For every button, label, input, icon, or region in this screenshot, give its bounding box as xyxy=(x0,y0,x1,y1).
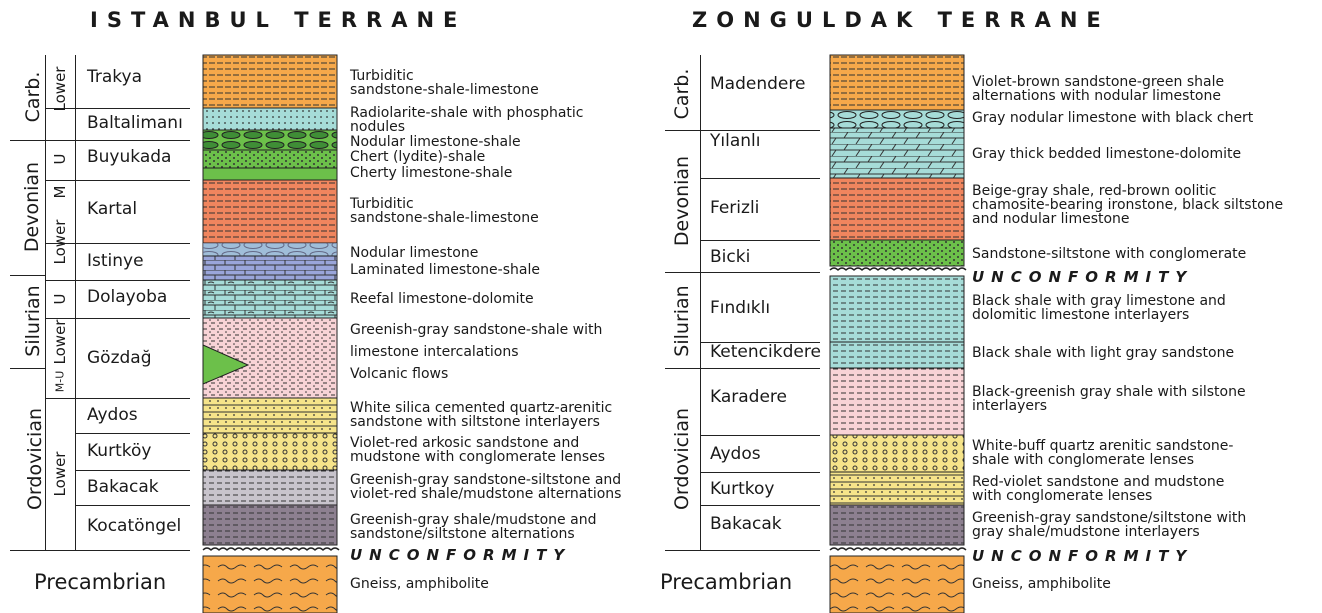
z-precambrian-label: Precambrian xyxy=(660,570,792,594)
z-formation-madendere: Madendere xyxy=(710,76,805,93)
z-desc-yilanli-2: Gray thick bedded limestone-dolomite xyxy=(972,147,1241,161)
z-period-silurian: Silurian xyxy=(671,266,693,376)
z-desc-yilanli-1: Gray nodular limestone with black chert xyxy=(972,111,1253,125)
z-formation-bicki: Bicki xyxy=(710,249,750,266)
z-desc-ketencikdere: Black shale with light gray sandstone xyxy=(972,346,1234,360)
z-period-devonian: Devonian xyxy=(671,131,693,271)
z-formation-bakacak: Bakacak xyxy=(710,516,782,533)
z-desc-aydos: White-buff quartz arenitic sandstone-sha… xyxy=(972,439,1233,467)
z-formation-aydos: Aydos xyxy=(710,446,761,463)
z-formation-ketencikdere: Ketencikdere xyxy=(710,344,821,361)
z-formation-ferizli: Ferizli xyxy=(710,200,759,217)
z-unconformity-mid: UNCONFORMITY xyxy=(972,268,1193,286)
z-formation-karadere: Karadere xyxy=(710,389,787,406)
z-desc-gneiss: Gneiss, amphibolite xyxy=(972,577,1111,591)
z-formation-kurtkoy: Kurtkoy xyxy=(710,481,774,498)
z-formation-findikli: Fındıklı xyxy=(710,300,770,317)
zonguldak-title: ZONGULDAK TERRANE xyxy=(692,8,1110,32)
z-desc-bicki: Sandstone-siltstone with conglomerate xyxy=(972,247,1246,261)
z-period-ordovician: Ordovician xyxy=(671,389,693,529)
z-unconformity-label: UNCONFORMITY xyxy=(972,547,1193,565)
z-formation-yilanli: Yılanlı xyxy=(710,133,760,150)
z-period-carb: Carb. xyxy=(671,44,693,144)
